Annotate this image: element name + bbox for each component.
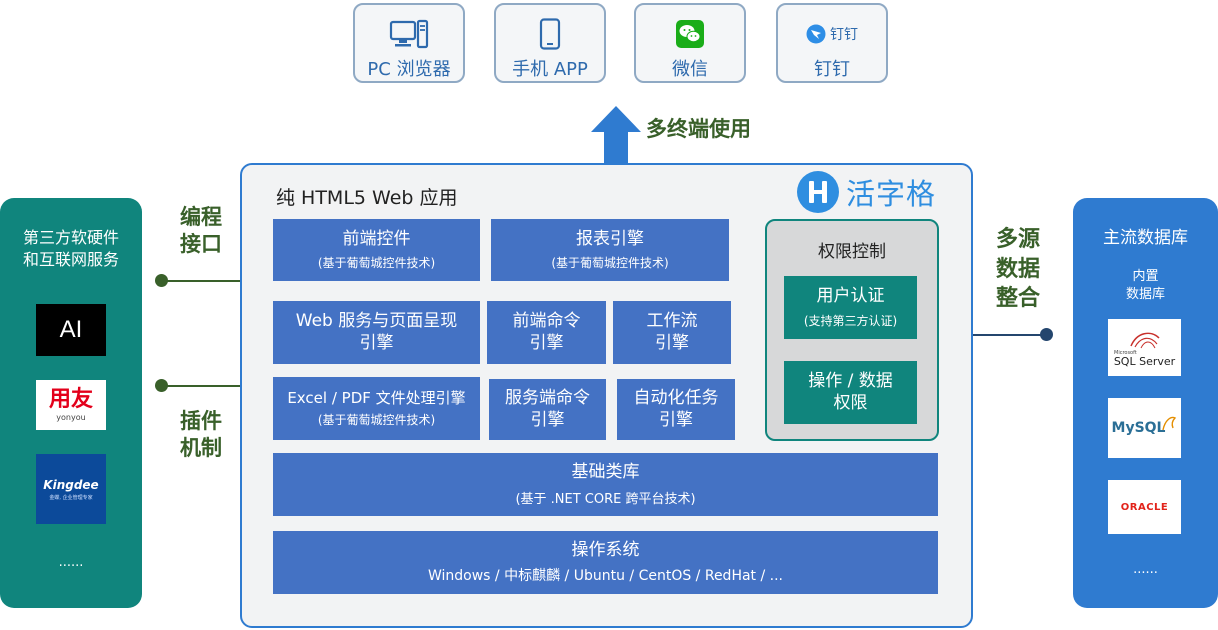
label-line: 接口 [180,232,222,257]
block-title: 引擎 [530,409,565,430]
phone-icon [496,17,604,51]
label-line: 编程 [180,205,222,229]
right-panel-more: ...... [1133,562,1158,577]
excel-pdf-engine-block: Excel / PDF 文件处理引擎 (基于葡萄城控件技术) [273,377,480,440]
sqlserver-logo-text: SQL Server [1113,355,1176,368]
block-title: 引擎 [659,409,693,430]
sqlserver-logo: Microsoft SQL Server [1108,319,1181,376]
subtitle-line: 内置 [1132,269,1159,284]
block-title: 基础类库 [571,462,640,483]
frontend-command-engine-block: 前端命令 引擎 [487,301,606,364]
mysql-logo-text: MySQL [1111,420,1166,436]
report-engine-block: 报表引擎 (基于葡萄城控件技术) [491,219,729,281]
terminal-label: PC 浏览器 [367,59,451,80]
block-title: 服务端命令 [505,388,590,409]
terminal-label: 微信 [672,59,708,80]
base-library-block: 基础类库 (基于 .NET CORE 跨平台技术) [273,453,938,516]
block-title: Excel / PDF 文件处理引擎 [287,388,466,407]
block-title: 自动化任务 [633,388,719,409]
server-command-engine-block: 服务端命令 引擎 [489,379,606,440]
arrow-label: 多终端使用 [646,117,751,141]
left-panel-title: 第三方软硬件 和互联网服务 [0,227,142,270]
connector-dot-bottom [155,379,168,392]
terminal-label: 手机 APP [512,59,588,80]
block-title: 工作流 [646,311,698,332]
sqlserver-icon [1129,332,1160,349]
connector-dot-right [1040,328,1053,341]
automation-task-engine-block: 自动化任务 引擎 [617,379,735,440]
terminal-wechat: 微信 [634,3,746,83]
dolphin-icon [1162,416,1177,431]
terminal-mobile-app: 手机 APP [494,3,606,83]
mysql-logo: MySQL [1108,398,1181,458]
connector-line-top [160,280,240,282]
block-subtitle: (基于葡萄城控件技术) [551,256,669,271]
block-title: 报表引擎 [576,228,644,249]
label-line: 整合 [996,286,1041,312]
block-subtitle: Windows / 中标麒麟 / Ubuntu / CentOS / RedHa… [427,568,784,585]
up-arrow-shaft [604,131,628,163]
block-title: 用户认证 [816,286,885,307]
label-line: 机制 [180,436,222,461]
ai-logo: AI [36,304,106,356]
dingtalk-icon: 钉钉 [778,17,886,51]
oracle-logo: ORACLE [1108,480,1181,534]
block-title: 引擎 [359,332,394,353]
brand-logo: 活字格 [796,170,936,214]
terminal-pc-browser: PC 浏览器 [353,3,465,83]
web-service-engine-block: Web 服务与页面呈现 引擎 [273,301,480,364]
frontend-controls-block: 前端控件 (基于葡萄城控件技术) [273,219,480,281]
wechat-icon [636,17,744,51]
user-auth-block: 用户认证 (支持第三方认证) [784,276,917,339]
block-subtitle: (支持第三方认证) [803,313,898,328]
left-panel-title-line1: 第三方软硬件 [22,228,119,247]
left-panel-more: ...... [58,555,84,570]
block-title: 前端控件 [342,228,411,249]
connector-dot-top [155,274,168,287]
block-subtitle: (基于葡萄城控件技术) [317,413,436,428]
connector-line-right [973,334,1047,336]
terminal-label: 钉钉 [814,59,850,80]
operation-data-permission-block: 操作 / 数据 权限 [784,361,917,424]
block-title: 引擎 [655,332,689,353]
label-line: 数据 [996,256,1041,282]
monitor-icon [355,17,463,51]
ai-logo-text: AI [59,316,83,343]
yonyou-logo: 用友 yonyou [36,380,106,430]
block-title: 权限 [833,392,868,413]
label-line: 多源 [996,227,1041,252]
sqlserver-logo-subtext: Microsoft [1114,350,1137,356]
block-title: Web 服务与页面呈现 [295,311,458,332]
left-panel-title-line2: 和互联网服务 [22,249,119,269]
terminal-dingtalk: 钉钉 钉钉 [776,3,888,83]
block-title: 操作 / 数据 [808,371,893,392]
kingdee-logo-text: Kingdee [43,477,99,492]
main-title: 纯 HTML5 Web 应用 [276,187,458,209]
block-subtitle: (基于葡萄城控件技术) [317,256,436,271]
block-subtitle: (基于 .NET CORE 跨平台技术) [515,491,696,507]
programming-interface-label: 编程 接口 [180,204,222,259]
kingdee-logo: Kingdee 金蝶, 企业管理专家 [36,454,106,524]
multi-source-data-label: 多源 数据 整合 [996,225,1040,314]
block-title: 引擎 [529,332,564,353]
workflow-engine-block: 工作流 引擎 [613,301,731,364]
block-title: 前端命令 [512,311,581,332]
subtitle-line: 数据库 [1125,286,1165,302]
connector-line-bottom [160,385,240,387]
up-arrow-icon [591,106,641,132]
label-line: 插件 [180,409,222,433]
oracle-logo-text: ORACLE [1120,501,1169,513]
right-panel-title: 主流数据库 [1103,228,1188,248]
yonyou-logo-text: 用友 [48,386,93,412]
yonyou-logo-subtext: yonyou [56,412,86,422]
brand-logo-icon [797,171,839,213]
dingtalk-logo-text: 钉钉 [830,27,858,43]
block-title: 操作系统 [571,539,640,560]
right-panel-subtitle: 内置 数据库 [1073,268,1218,303]
kingdee-logo-subtext: 金蝶, 企业管理专家 [49,494,93,501]
plugin-mechanism-label: 插件 机制 [180,408,222,463]
operating-system-block: 操作系统 Windows / 中标麒麟 / Ubuntu / CentOS / … [273,531,938,594]
brand-name: 活字格 [846,177,937,211]
permission-title: 权限控制 [818,242,886,262]
